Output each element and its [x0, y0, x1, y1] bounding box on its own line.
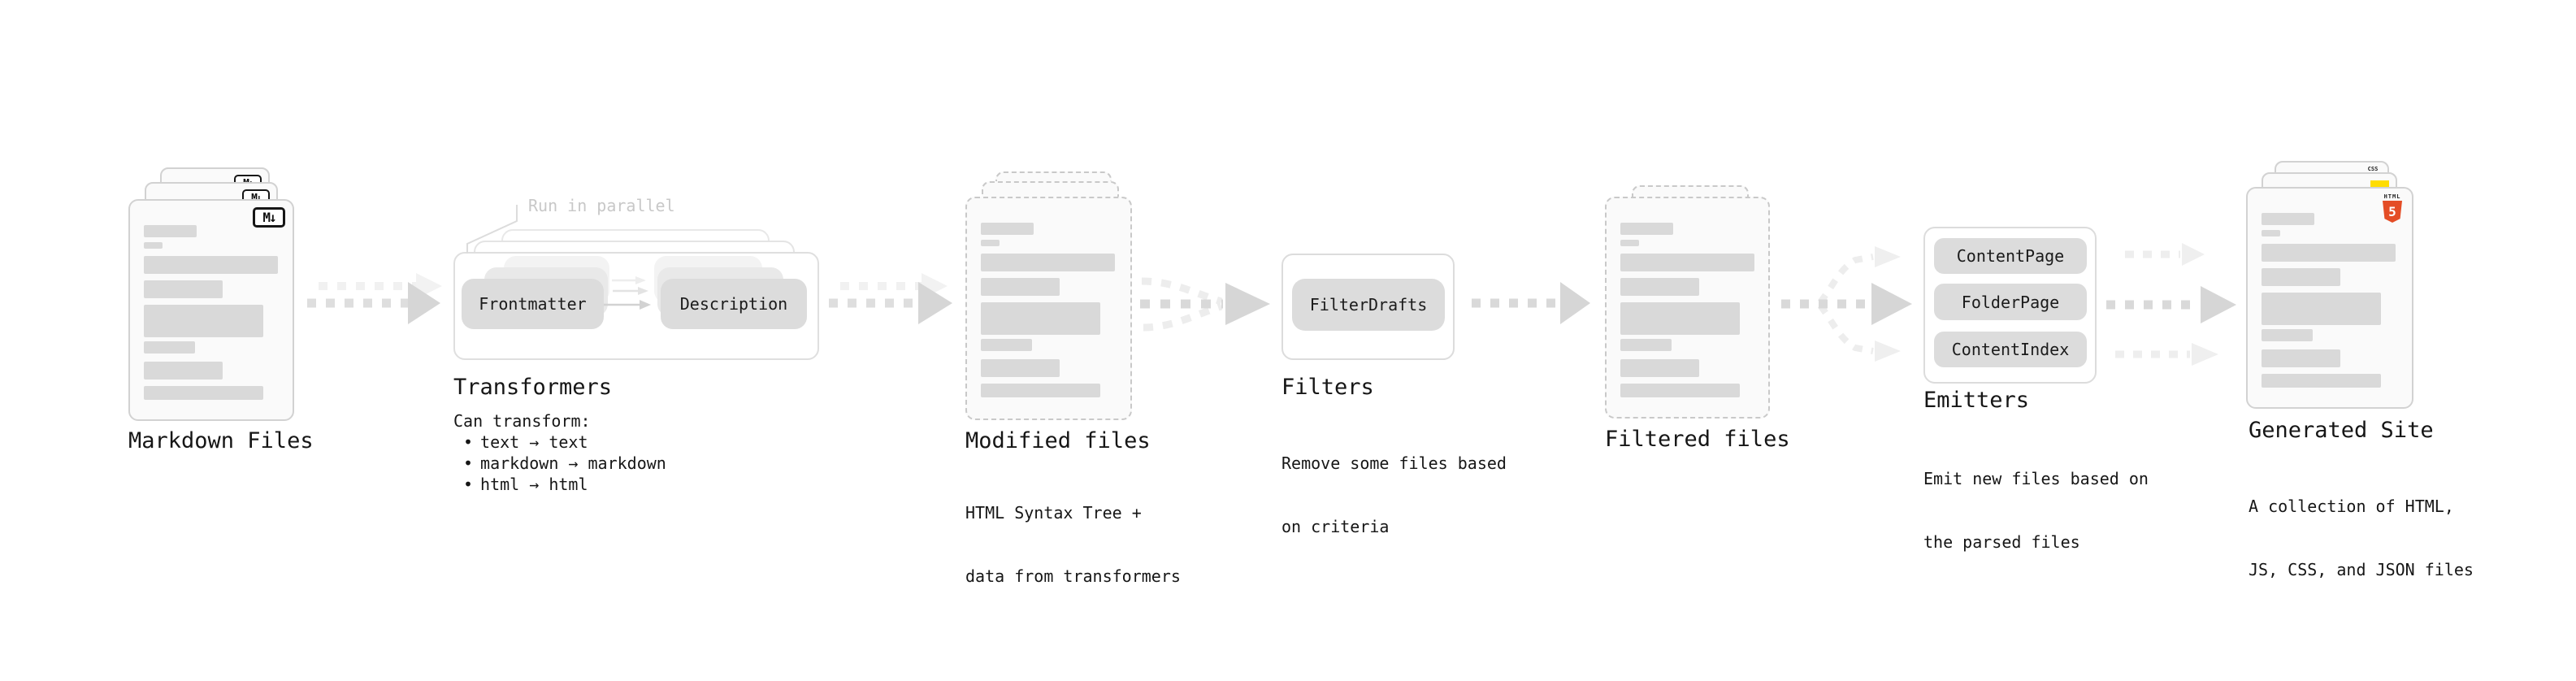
skeleton-bar: [1620, 223, 1673, 235]
skeleton-bar: [981, 254, 1115, 271]
skeleton-bar: [981, 240, 1000, 246]
skeleton-bar: [2262, 213, 2314, 225]
skeleton-bar: [1620, 240, 1639, 246]
text-line: HTML Syntax Tree +: [965, 503, 1142, 523]
skeleton-bar: [2262, 293, 2381, 325]
filterdrafts-pill: FilterDrafts: [1292, 279, 1445, 331]
text-line: Emit new files based on: [1923, 469, 2149, 488]
skeleton-bar: [981, 339, 1032, 351]
generated-site-description: A collection of HTML, JS, CSS, and JSON …: [2249, 453, 2474, 622]
skeleton-bar: [144, 341, 195, 354]
markdown-file-card-front: M↓: [128, 199, 294, 421]
text-line: data from transformers: [965, 566, 1181, 586]
arrow-filters-to-filtered: [1472, 282, 1590, 324]
skeleton-bar: [2262, 244, 2396, 262]
arrow-filtered-to-emitters: [1781, 246, 1912, 362]
skeleton-bar: [981, 359, 1060, 377]
bullet-text: markdown → markdown: [480, 453, 666, 473]
bullet-dot: •: [463, 475, 474, 494]
filters-description: Remove some files based on criteria: [1281, 410, 1507, 579]
text-line: Remove some files based: [1281, 453, 1507, 473]
arrow-emitters-to-generated: [2106, 243, 2236, 366]
skeleton-bar: [1620, 384, 1740, 397]
transformers-subheading: Can transform:: [453, 411, 591, 431]
markdown-icon: M↓: [253, 207, 285, 228]
skeleton-bar: [2262, 374, 2381, 388]
bullet-dot: •: [463, 432, 474, 452]
stage-label-emitters: Emitters: [1923, 388, 2030, 413]
text-line: on criteria: [1281, 517, 1390, 536]
contentpage-pill: ContentPage: [1934, 238, 2087, 274]
html5-icon: HTML 5: [2381, 193, 2404, 223]
arrow-transformers-to-modified: [829, 273, 952, 324]
skeleton-bar: [981, 223, 1034, 235]
text-line: JS, CSS, and JSON files: [2249, 560, 2474, 579]
skeleton-bar: [1620, 359, 1699, 377]
modified-file-card-front: [965, 197, 1132, 420]
stage-label-modified-files: Modified files: [965, 428, 1151, 453]
arrow-markdown-to-transformers: [307, 273, 442, 324]
file-skeleton: [2248, 189, 2412, 407]
text-line: the parsed files: [1923, 532, 2080, 552]
js-icon: [2370, 180, 2389, 189]
skeleton-bar: [1620, 339, 1672, 351]
skeleton-bar: [144, 256, 278, 274]
skeleton-bar: [144, 280, 223, 298]
skeleton-bar: [981, 278, 1060, 296]
transformers-bullet-list: • text → text • markdown → markdown • html …: [463, 432, 666, 495]
annotation-leader-line: [466, 205, 518, 254]
run-in-parallel-annotation: Run in parallel: [528, 196, 675, 215]
skeleton-bar: [144, 305, 263, 337]
bullet-text: html → html: [480, 475, 588, 494]
file-skeleton: [130, 201, 293, 419]
file-skeleton: [967, 198, 1130, 419]
bullet-item: • text → text: [463, 432, 666, 453]
skeleton-bar: [144, 386, 263, 400]
emitters-description: Emit new files based on the parsed files: [1923, 426, 2149, 595]
transform-mini-arrows: [604, 276, 651, 310]
stage-label-filters: Filters: [1281, 375, 1374, 400]
skeleton-bar: [1620, 254, 1754, 271]
stage-label-filtered-files: Filtered files: [1605, 427, 1790, 452]
bullet-item: • markdown → markdown: [463, 453, 666, 474]
bullet-item: • html → html: [463, 474, 666, 495]
skeleton-bar: [2262, 230, 2280, 236]
file-skeleton: [1607, 198, 1768, 417]
skeleton-bar: [1620, 278, 1699, 296]
text-line: A collection of HTML,: [2249, 497, 2454, 516]
filtered-file-card-front: [1605, 197, 1770, 419]
skeleton-bar: [2262, 329, 2313, 341]
skeleton-bar: [981, 384, 1100, 397]
stage-label-generated-site: Generated Site: [2249, 418, 2434, 443]
skeleton-bar: [144, 362, 223, 380]
skeleton-bar: [2262, 268, 2340, 286]
frontmatter-pill: Frontmatter: [462, 279, 604, 329]
arrow-modified-to-filters: [1140, 277, 1270, 332]
skeleton-bar: [144, 242, 163, 249]
skeleton-bar: [144, 225, 197, 237]
bullet-dot: •: [463, 453, 474, 473]
skeleton-bar: [2262, 349, 2340, 367]
contentindex-pill: ContentIndex: [1934, 332, 2087, 367]
generated-file-card-front: HTML 5: [2246, 187, 2413, 409]
folderpage-pill: FolderPage: [1934, 284, 2087, 320]
html5-shield: 5: [2383, 201, 2402, 223]
stage-label-transformers: Transformers: [453, 375, 613, 400]
modified-files-description: HTML Syntax Tree + data from transformer…: [965, 460, 1181, 629]
description-pill: Description: [661, 279, 807, 329]
stage-label-markdown-files: Markdown Files: [128, 428, 314, 453]
bullet-text: text → text: [480, 432, 588, 452]
skeleton-bar: [1620, 302, 1740, 335]
skeleton-bar: [981, 302, 1100, 335]
